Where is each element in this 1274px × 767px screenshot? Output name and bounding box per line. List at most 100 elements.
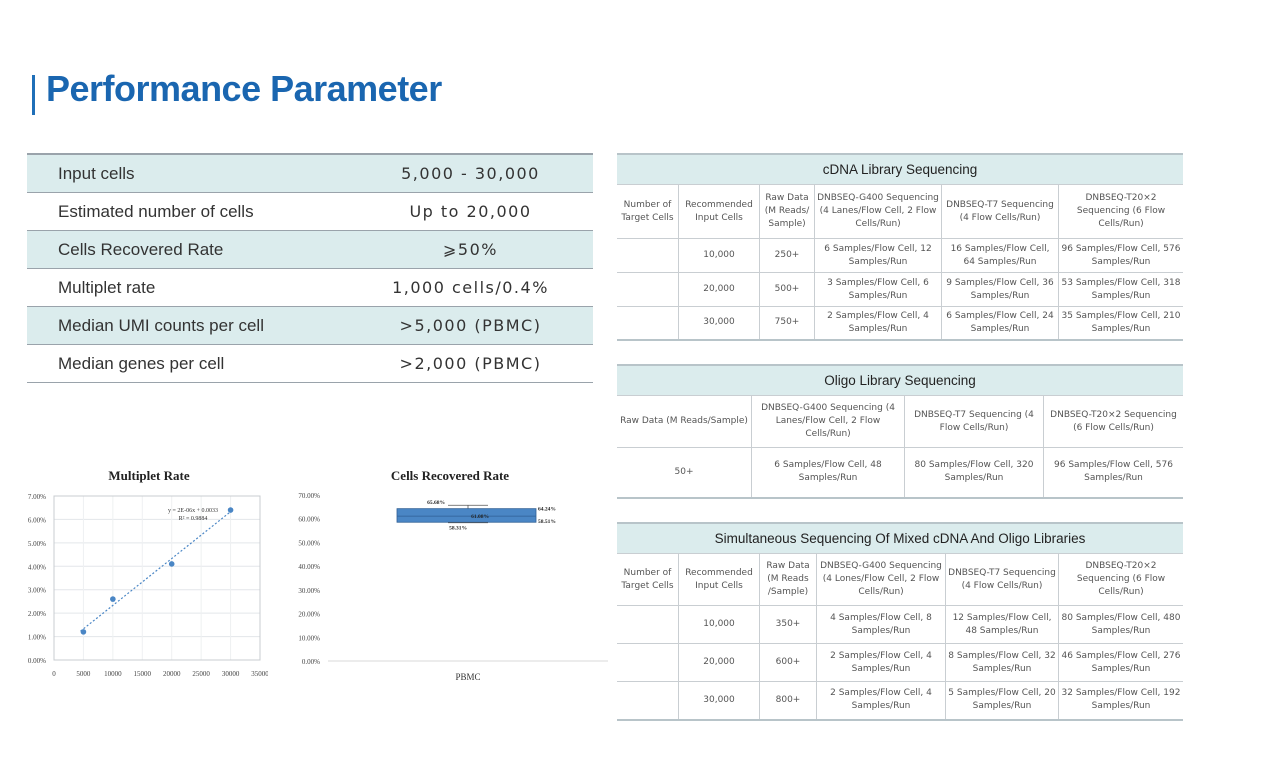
column-header: DNBSEQ-T7 Sequencing (4 Flow Cells/Run) [904,395,1044,448]
table-cell: 30,000 [678,306,760,341]
x-tick-label: 15000 [134,670,152,678]
chart-title: Cells Recovered Rate [391,468,509,483]
table-cell: 500+ [759,272,815,307]
table-cell: 35 Samples/Flow Cell, 210 Samples/Run [1058,306,1183,341]
table-cell: 10,000 [678,238,760,273]
x-tick-label: 25000 [192,670,210,678]
table-cell [617,643,679,682]
data-label: 65.68% [427,500,445,506]
param-row: Multiplet rate 1,000 cells/0.4% [27,268,593,307]
table-cell: 30,000 [678,681,760,721]
column-header: Raw Data (M Reads/ Sample) [759,184,815,239]
y-tick-label: 1.00% [28,634,46,642]
table-cell: 16 Samples/Flow Cell, 64 Samples/Run [941,238,1059,273]
param-row: Input cells 5,000 - 30,000 [27,153,593,193]
trendline [80,508,234,632]
column-header: Number of Target Cells [617,553,679,606]
y-tick-label: 70.00% [298,492,320,500]
table-cell: 8 Samples/Flow Cell, 32 Samples/Run [945,643,1059,682]
table-caption: Simultaneous Sequencing Of Mixed cDNA An… [617,522,1183,554]
mixed-library-table: Simultaneous Sequencing Of Mixed cDNA An… [617,522,1183,721]
table-cell: 350+ [759,605,817,644]
data-point [110,596,116,602]
chart-title: Multiplet Rate [108,468,189,483]
table-cell: 96 Samples/Flow Cell, 576 Samples/Run [1058,238,1183,273]
table-row: 10,000 250+ 6 Samples/Flow Cell, 12 Samp… [617,238,1183,273]
table-cell: 12 Samples/Flow Cell, 48 Samples/Run [945,605,1059,644]
x-tick-label: 5000 [76,670,91,678]
x-tick-label: 35000 [251,670,268,678]
title-accent-bar [32,75,35,115]
table-cell [617,605,679,644]
table-cell: 600+ [759,643,817,682]
table-cell: 53 Samples/Flow Cell, 318 Samples/Run [1058,272,1183,307]
param-label: Input cells [27,153,348,193]
table-cell: 2 Samples/Flow Cell, 4 Samples/Run [816,643,946,682]
table-row: 50+ 6 Samples/Flow Cell, 48 Samples/Run … [617,447,1183,499]
table-cell: 32 Samples/Flow Cell, 192 Samples/Run [1058,681,1183,721]
table-cell [617,272,679,307]
table-cell: 96 Samples/Flow Cell, 576 Samples/Run [1043,447,1183,499]
table-caption: Oligo Library Sequencing [617,364,1183,396]
param-label: Multiplet rate [27,268,348,307]
table-cell: 20,000 [678,272,760,307]
table-row: 10,000 350+ 4 Samples/Flow Cell, 8 Sampl… [617,605,1183,644]
column-header: DNBSEQ-T20×2 Sequencing (6 Flow Cells/Ru… [1043,395,1183,448]
x-tick-label: 0 [52,670,56,678]
column-header: Raw Data (M Reads /Sample) [759,553,817,606]
table-cell: 800+ [759,681,817,721]
y-tick-label: 6.00% [28,516,46,524]
table-cell: 46 Samples/Flow Cell, 276 Samples/Run [1058,643,1183,682]
plot-area [53,495,261,661]
column-header: DNBSEQ-G400 Sequencing (4 Lanes/Flow Cel… [814,184,942,239]
table-cell: 10,000 [678,605,760,644]
data-label: 64.24% [538,507,556,513]
column-header: Raw Data (M Reads/Sample) [617,395,752,448]
data-point [80,629,87,635]
page-title: Performance Parameter [46,68,442,109]
y-tick-label: 30.00% [298,587,320,595]
y-tick-label: 20.00% [298,611,320,619]
x-category-label: PBMC [455,672,480,682]
y-tick-label: 3.00% [28,587,46,595]
y-tick-label: 7.00% [28,493,46,501]
table-row: 30,000 800+ 2 Samples/Flow Cell, 4 Sampl… [617,681,1183,721]
y-tick-label: 5.00% [28,540,46,548]
table-cell: 50+ [617,447,752,499]
param-row: Median UMI counts per cell >5,000 (PBMC) [27,306,593,345]
param-row: Estimated number of cells Up to 20,000 [27,192,593,231]
trend-r2: R² = 0.9884 [179,516,208,522]
cdna-library-table: cDNA Library Sequencing Number of Target… [617,153,1183,341]
x-tick-label: 30000 [222,670,240,678]
multiplet-rate-chart: Multiplet Rate 0.00%1.00%2.00%3.00%4.00%… [28,468,268,678]
data-point [168,561,175,567]
y-tick-label: 60.00% [298,516,320,524]
column-header: DNBSEQ-T7 Sequencing (4 Flow Cells/Run) [941,184,1059,239]
data-label: 58.51% [538,519,556,525]
table-cell: 9 Samples/Flow Cell, 36 Samples/Run [941,272,1059,307]
table-row: 20,000 600+ 2 Samples/Flow Cell, 4 Sampl… [617,643,1183,682]
param-row: Median genes per cell >2,000 (PBMC) [27,344,593,383]
table-cell [617,306,679,341]
param-label: Median genes per cell [27,344,348,383]
y-tick-label: 4.00% [28,563,46,571]
param-value: 5,000 - 30,000 [348,153,593,193]
y-tick-label: 0.00% [302,658,320,666]
table-cell: 3 Samples/Flow Cell, 6 Samples/Run [814,272,942,307]
param-label: Median UMI counts per cell [27,306,348,345]
param-value: Up to 20,000 [348,192,593,231]
column-header: DNBSEQ-T20×2 Sequencing (6 Flow Cells/Ru… [1058,553,1183,606]
param-value: >5,000 (PBMC) [348,306,593,345]
trend-equation: y = 2E-06x + 0.0033 [168,508,218,514]
table-cell: 6 Samples/Flow Cell, 12 Samples/Run [814,238,942,273]
column-header: Number of Target Cells [617,184,679,239]
table-cell: 6 Samples/Flow Cell, 48 Samples/Run [751,447,905,499]
column-header: Recommended Input Cells [678,184,760,239]
table-cell: 2 Samples/Flow Cell, 4 Samples/Run [816,681,946,721]
column-header: DNBSEQ-T7 Sequencing (4 Flow Cells/Run) [945,553,1059,606]
table-cell: 5 Samples/Flow Cell, 20 Samples/Run [945,681,1059,721]
table-cell: 250+ [759,238,815,273]
table-cell: 6 Samples/Flow Cell, 24 Samples/Run [941,306,1059,341]
column-header: Recommended Input Cells [678,553,760,606]
oligo-library-table: Oligo Library Sequencing Raw Data (M Rea… [617,364,1183,499]
